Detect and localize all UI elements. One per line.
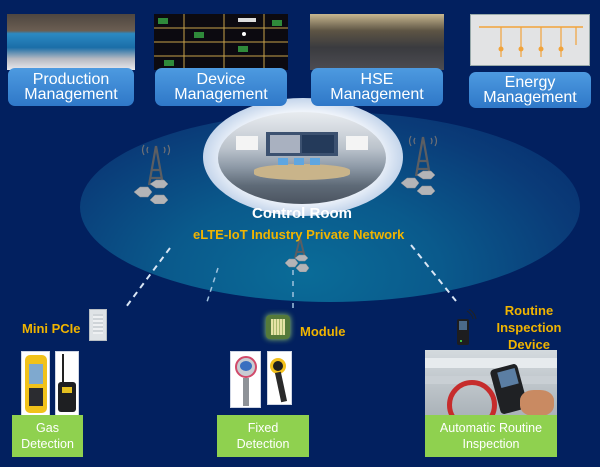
link-line-mini-pcie [125,247,171,308]
label-line: Device [508,337,550,352]
handheld-terminal-icon [455,308,477,345]
portable-gas-detector-image [21,351,50,416]
tile-label-line1: Production [32,71,110,88]
tile-label-line1: Energy [504,74,556,91]
module-chip-icon [266,315,290,339]
cell-tower-icon [400,135,438,195]
tile-device-management[interactable]: Device Management [154,14,288,107]
app-label-line2: Detection [21,437,74,451]
app-label-line1: Automatic Routine [439,421,543,435]
energy-image [470,14,590,66]
network-subtitle: eLTE-IoT Industry Private Network [193,227,405,242]
tile-label-line2: Management [330,86,424,103]
wireless-gas-monitor-image [55,351,79,416]
link-line-module-left [205,267,219,306]
production-image [7,14,135,70]
module-label: Module [300,324,346,339]
mini-pcie-card-icon [89,309,107,341]
gas-detection-box[interactable]: Gas Detection [12,415,83,457]
app-label-line1: Fixed [247,421,279,435]
inspection-handheld-photo [425,350,557,416]
app-label-line2: Inspection [462,437,520,451]
fixed-detection-box[interactable]: Fixed Detection [217,415,309,457]
tile-label: Device Management [155,68,287,106]
tile-label-line2: Management [174,86,268,103]
link-line-routine [410,244,457,302]
mini-pcie-label: Mini PCIe [22,321,81,336]
tile-label-line2: Management [24,86,118,103]
tile-label: Production Management [8,68,134,106]
hse-image [310,14,444,70]
routine-inspection-device-label: Routine Inspection Device [487,302,571,353]
device-image [154,14,288,70]
tile-production-management[interactable]: Production Management [7,14,135,107]
label-line: Routine [504,303,554,318]
app-label-line2: Detection [236,437,290,451]
tile-label-line1: Device [196,71,246,88]
cell-tower-icon [284,238,310,272]
fixed-gas-transmitter-image [230,351,261,408]
control-room-image [218,112,386,204]
tile-energy-management[interactable]: Energy Management [468,14,592,108]
tile-hse-management[interactable]: HSE Management [310,14,444,107]
tile-label: HSE Management [311,68,443,106]
automatic-routine-inspection-box[interactable]: Automatic Routine Inspection [425,415,557,457]
label-line: Inspection [496,320,562,335]
tile-label-line2: Management [483,89,577,106]
cell-tower-icon [133,144,171,204]
tile-label: Energy Management [469,72,591,108]
tile-label-line1: HSE [360,71,394,88]
control-room-title: Control Room [252,205,352,222]
app-label-line1: Gas [36,421,59,435]
fixed-sensor-head-image [267,351,292,405]
